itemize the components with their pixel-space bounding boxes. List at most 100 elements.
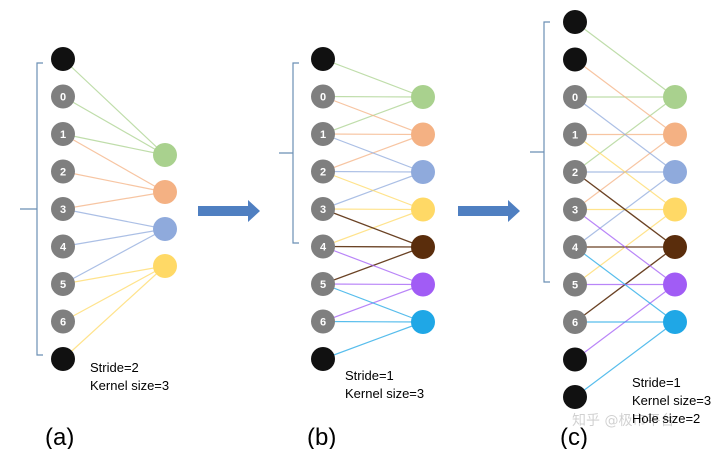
input-node-label: 5 bbox=[60, 279, 66, 291]
input-node bbox=[563, 160, 587, 184]
input-node-label: 2 bbox=[60, 167, 66, 179]
connection-line bbox=[322, 133, 424, 173]
padding-node bbox=[563, 47, 587, 72]
input-node bbox=[311, 197, 335, 221]
connection-line bbox=[62, 228, 166, 285]
output-node-brown bbox=[663, 235, 687, 259]
input-node-label: 1 bbox=[320, 129, 326, 141]
padding-node bbox=[563, 347, 587, 372]
padding-node bbox=[51, 347, 75, 371]
input-node bbox=[563, 197, 587, 222]
output-node-green bbox=[411, 85, 435, 109]
connection-line bbox=[574, 171, 676, 248]
input-node-label: 3 bbox=[572, 205, 578, 217]
connection-line bbox=[574, 209, 676, 285]
connection-line bbox=[322, 133, 424, 136]
output-node-green bbox=[663, 85, 687, 109]
connection-line bbox=[322, 208, 424, 248]
input-node bbox=[51, 234, 75, 259]
input-node-label: 0 bbox=[60, 92, 66, 104]
connection-line bbox=[322, 208, 424, 211]
output-node-purple bbox=[411, 272, 435, 297]
connection-line bbox=[322, 283, 424, 286]
panel-caption-line: Stride=1 bbox=[632, 375, 681, 390]
connection-line bbox=[322, 245, 424, 248]
output-node-green bbox=[153, 143, 177, 167]
connection-line bbox=[62, 191, 166, 210]
connection-line bbox=[322, 283, 424, 323]
transition-arrow bbox=[198, 200, 260, 222]
panel-caption-line: Kernel size=3 bbox=[90, 378, 169, 393]
panel-caption-line: Kernel size=3 bbox=[632, 393, 711, 408]
connection-line bbox=[62, 265, 166, 323]
receptive-field-bracket bbox=[20, 62, 43, 356]
input-node bbox=[563, 85, 587, 109]
connection-line bbox=[62, 208, 166, 230]
connection-line bbox=[574, 321, 676, 398]
connection-line bbox=[62, 228, 166, 248]
panel-caption-line: Hole size=2 bbox=[632, 411, 700, 426]
panel-caption-line: Stride=1 bbox=[345, 368, 394, 383]
output-node-blue bbox=[663, 160, 687, 184]
input-node-label: 2 bbox=[320, 167, 326, 179]
connection-line bbox=[574, 59, 676, 135]
receptive-field-brackets bbox=[20, 21, 550, 356]
input-node-label: 4 bbox=[572, 242, 579, 254]
input-node bbox=[311, 159, 335, 184]
connection-line bbox=[62, 170, 166, 193]
input-node-label: 3 bbox=[320, 204, 326, 216]
output-node-purple bbox=[663, 272, 687, 297]
input-node bbox=[311, 309, 335, 334]
receptive-field-bracket bbox=[530, 21, 550, 283]
watermark-text: 知乎 @极市平台 bbox=[572, 412, 674, 429]
output-node-yellow bbox=[153, 254, 177, 278]
input-node-label: 5 bbox=[572, 280, 578, 292]
input-node bbox=[563, 235, 587, 259]
output-node-cyan bbox=[663, 310, 687, 334]
input-node bbox=[311, 122, 335, 146]
connection-line bbox=[574, 134, 676, 210]
input-node bbox=[563, 310, 587, 334]
output-node-brown bbox=[411, 235, 435, 259]
connection-line bbox=[322, 95, 424, 98]
connection-line bbox=[322, 58, 424, 98]
output-node-blue bbox=[411, 160, 435, 184]
connection-line bbox=[62, 95, 166, 156]
input-node-label: 4 bbox=[60, 242, 67, 254]
input-node-label: 6 bbox=[60, 317, 66, 329]
input-node-label: 4 bbox=[320, 242, 327, 254]
input-node-label: 0 bbox=[572, 92, 578, 104]
input-node bbox=[51, 122, 75, 146]
connection-line bbox=[322, 95, 424, 136]
connection-line bbox=[62, 133, 166, 193]
connection-line bbox=[322, 170, 424, 173]
connection-line bbox=[62, 58, 166, 156]
padding-node bbox=[563, 385, 587, 409]
connection-line bbox=[574, 96, 676, 173]
panel-caption-line: Stride=2 bbox=[90, 360, 139, 375]
connection-line bbox=[62, 265, 166, 360]
input-node bbox=[311, 84, 335, 109]
input-node bbox=[51, 309, 75, 334]
connection-line bbox=[322, 170, 424, 211]
output-node-salmon bbox=[153, 180, 177, 204]
input-node-label: 6 bbox=[320, 317, 326, 329]
padding-node bbox=[563, 10, 587, 34]
output-node-cyan bbox=[411, 310, 435, 334]
panel-label: (b) bbox=[307, 424, 336, 449]
receptive-field-bracket bbox=[279, 62, 299, 244]
connection-line bbox=[62, 133, 166, 156]
input-node-label: 3 bbox=[60, 204, 66, 216]
connection-line bbox=[574, 21, 676, 98]
padding-node bbox=[51, 47, 75, 71]
input-node bbox=[311, 234, 335, 259]
transition-arrow bbox=[458, 200, 520, 222]
output-node-yellow bbox=[663, 197, 687, 222]
panel-label: (a) bbox=[45, 424, 74, 449]
input-node bbox=[51, 272, 75, 296]
input-node-label: 2 bbox=[572, 167, 578, 179]
padding-node bbox=[311, 347, 335, 371]
input-node bbox=[563, 272, 587, 297]
